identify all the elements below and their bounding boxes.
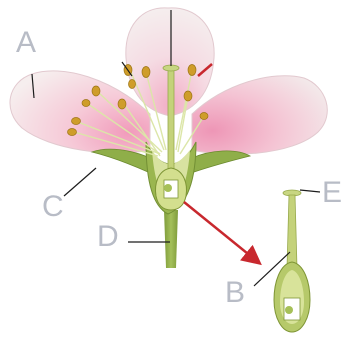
label-d: D bbox=[97, 222, 119, 252]
pointer-c bbox=[64, 168, 96, 196]
label-e: E bbox=[322, 178, 342, 208]
right-sepal bbox=[192, 151, 250, 172]
label-a: A bbox=[16, 28, 36, 58]
detail-arrow bbox=[184, 202, 258, 262]
left-sepal bbox=[92, 149, 150, 172]
right-petal bbox=[192, 76, 327, 154]
stem bbox=[164, 210, 178, 268]
detail-pistil bbox=[274, 190, 310, 332]
pointer-e bbox=[300, 190, 320, 192]
label-c: C bbox=[42, 192, 64, 222]
label-b: B bbox=[225, 278, 245, 308]
